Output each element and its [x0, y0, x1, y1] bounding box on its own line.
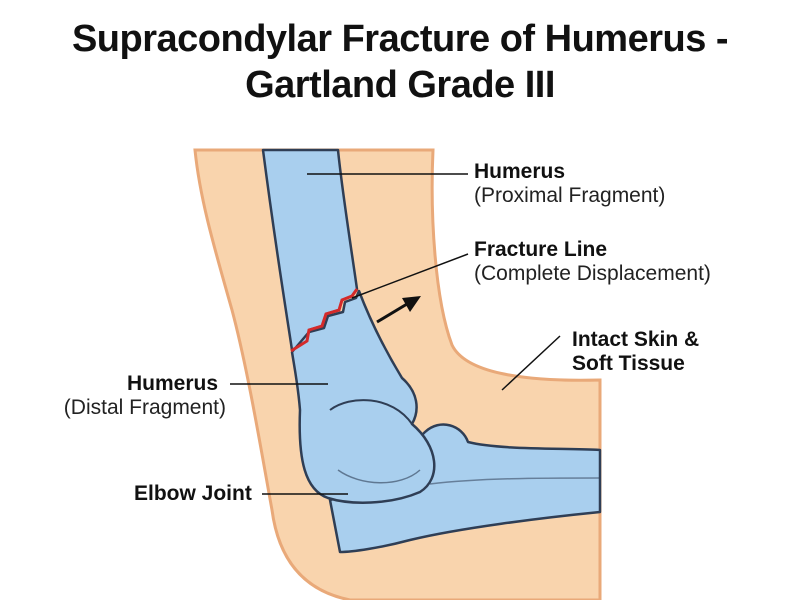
label-humerus-distal-sub: (Distal Fragment) — [63, 396, 226, 419]
arrow-up-right-icon — [376, 296, 421, 324]
diagram-title: Supracondylar Fracture of Humerus - Gart… — [0, 16, 800, 108]
label-humerus-distal-main: Humerus — [126, 372, 218, 395]
trochlea-contour — [337, 469, 421, 484]
label-fracture-line: Fracture Line (Complete Displacement) — [474, 238, 711, 286]
label-intact-skin: Intact Skin & Soft Tissue — [572, 328, 699, 376]
label-elbow-joint-main: Elbow Joint — [134, 482, 252, 505]
label-humerus-proximal-main: Humerus — [474, 160, 566, 183]
forearm-bone-groove — [429, 477, 601, 485]
leader-intact-skin — [501, 335, 561, 391]
fracture-line — [290, 288, 359, 353]
humerus-distal-fragment — [290, 289, 436, 504]
label-intact-skin-main: Intact Skin & — [572, 328, 700, 351]
label-fracture-line-main: Fracture Line — [474, 238, 608, 261]
title-line-1: Supracondylar Fracture of Humerus - — [71, 18, 729, 60]
label-elbow-joint: Elbow Joint — [134, 482, 252, 506]
condyle-contour — [329, 399, 413, 425]
label-humerus-proximal-sub: (Proximal Fragment) — [474, 184, 666, 207]
label-fracture-line-sub: (Complete Displacement) — [474, 262, 711, 285]
leader-fracture-line — [351, 253, 469, 299]
label-humerus-distal: Humerus (Distal Fragment) — [60, 372, 226, 420]
title-line-2: Gartland Grade III — [245, 64, 555, 106]
label-humerus-proximal: Humerus (Proximal Fragment) — [474, 160, 665, 208]
label-intact-skin-sub: Soft Tissue — [572, 352, 685, 375]
